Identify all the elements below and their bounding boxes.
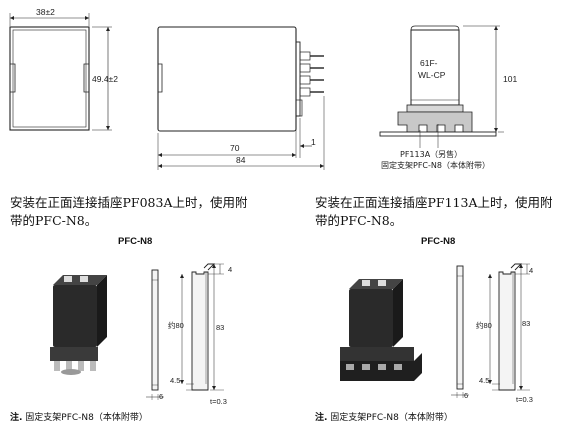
right-note-prefix: 注. (315, 413, 328, 423)
right-dim-approx: 约80 (476, 320, 492, 330)
right-note: 注. 固定支架PFC-N8（本体附带） (315, 410, 453, 423)
left-note: 注. 固定支架PFC-N8（本体附带） (10, 410, 148, 423)
side-pin-offset-dim: 1 (311, 137, 316, 147)
side-depth-inner-dim: 70 (230, 143, 240, 153)
relay-photo-left (50, 275, 107, 375)
left-dim-bottom: 4.5 (170, 376, 180, 385)
right-dim-bottom: 4.5 (479, 376, 489, 385)
socket-bracket-label: 固定支架PFC-N8（本体附带） (381, 160, 490, 170)
front-view-drawing (9, 13, 112, 131)
side-depth-total-dim: 84 (236, 155, 246, 165)
right-dim-total: 83 (522, 319, 530, 328)
bracket-drawing-right (451, 263, 530, 398)
right-caption: 安装在正面连接插座PF113A上时，使用附 带的PFC-N8。 (315, 194, 552, 230)
bracket-drawing-left (146, 263, 224, 400)
left-note-prefix: 注. (10, 413, 23, 423)
left-dim-thickness: t=0.3 (210, 397, 227, 406)
right-caption-line2: 带的PFC-N8。 (315, 213, 403, 228)
relay-photo-right (340, 279, 422, 381)
left-caption-line1: 安装在正面连接插座PF083A上时，使用附 (10, 195, 248, 210)
right-note-text: 固定支架PFC-N8（本体附带） (330, 413, 453, 423)
right-dim-width: 6 (464, 391, 468, 400)
left-dim-top: 4 (228, 265, 232, 274)
left-dim-total: 83 (216, 323, 224, 332)
left-caption-line2: 带的PFC-N8。 (10, 213, 98, 228)
right-dim-top: 4 (529, 266, 533, 275)
left-caption: 安装在正面连接插座PF083A上时，使用附 带的PFC-N8。 (10, 194, 247, 230)
front-height-dim: 49.4±2 (92, 74, 118, 84)
right-dim-thickness: t=0.3 (516, 395, 533, 404)
socket-view-drawing (379, 25, 504, 148)
socket-height-dim: 101 (503, 74, 517, 84)
left-dim-approx: 约80 (168, 320, 184, 330)
left-dim-width: 6 (159, 392, 163, 401)
right-caption-line1: 安装在正面连接插座PF113A上时，使用附 (315, 195, 553, 210)
socket-label-line2: WL-CP (418, 70, 446, 80)
socket-part-label: PF113A（另售） (400, 149, 462, 159)
right-subtitle: PFC-N8 (421, 236, 456, 247)
side-view-drawing (157, 26, 325, 170)
left-subtitle: PFC-N8 (118, 236, 153, 247)
front-width-dim: 38±2 (36, 7, 55, 17)
socket-label-line1: 61F- (420, 58, 438, 68)
left-note-text: 固定支架PFC-N8（本体附带） (25, 413, 148, 423)
